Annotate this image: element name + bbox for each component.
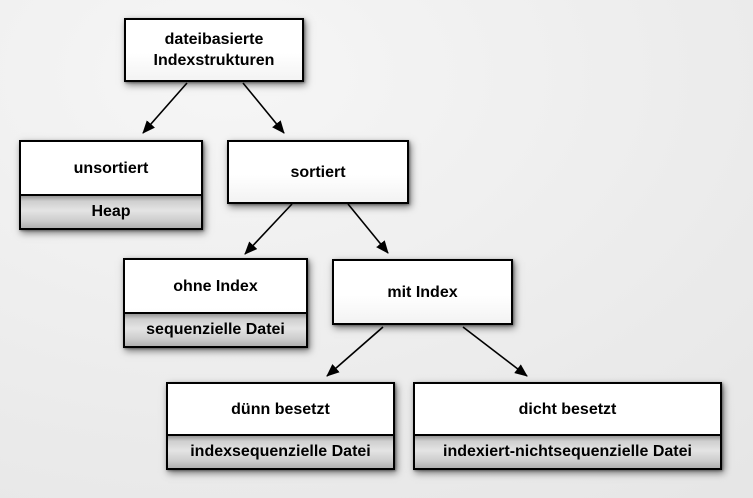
node-ohne-index: ohne Index sequenzielle Datei [123,258,308,348]
edge-mit-index-dicht-besetzt [462,326,528,377]
node-dicht-besetzt: dicht besetzt indexiert-nichtsequenziell… [413,382,722,470]
node-unsortiert-sublabel: Heap [21,194,201,228]
node-root-label: dateibasierte Indexstrukturen [153,31,275,69]
node-ohne-index-sublabel: sequenzielle Datei [125,312,306,346]
node-mit-index-label: mit Index [387,283,458,301]
node-dicht-besetzt-label: dicht besetzt [518,400,617,418]
node-unsortiert: unsortiert Heap [19,140,203,230]
edge-root-sortiert [242,82,285,134]
edge-mit-index-duenn-besetzt [326,326,384,377]
node-duenn-besetzt-sublabel: indexsequenzielle Datei [168,434,393,468]
node-sortiert: sortiert [227,140,409,204]
node-ohne-index-label: ohne Index [173,277,258,295]
edge-root-unsortiert [142,82,188,134]
node-mit-index: mit Index [332,259,513,325]
node-sortiert-label: sortiert [290,163,346,181]
node-root: dateibasierte Indexstrukturen [124,18,304,82]
node-duenn-besetzt: dünn besetzt indexsequenzielle Datei [166,382,395,470]
edge-sortiert-mit-index [347,203,389,254]
node-duenn-besetzt-label: dünn besetzt [231,400,330,418]
node-unsortiert-label: unsortiert [73,159,149,177]
node-dicht-besetzt-sublabel: indexiert-nichtsequenzielle Datei [415,434,720,468]
edge-sortiert-ohne-index [244,203,293,255]
